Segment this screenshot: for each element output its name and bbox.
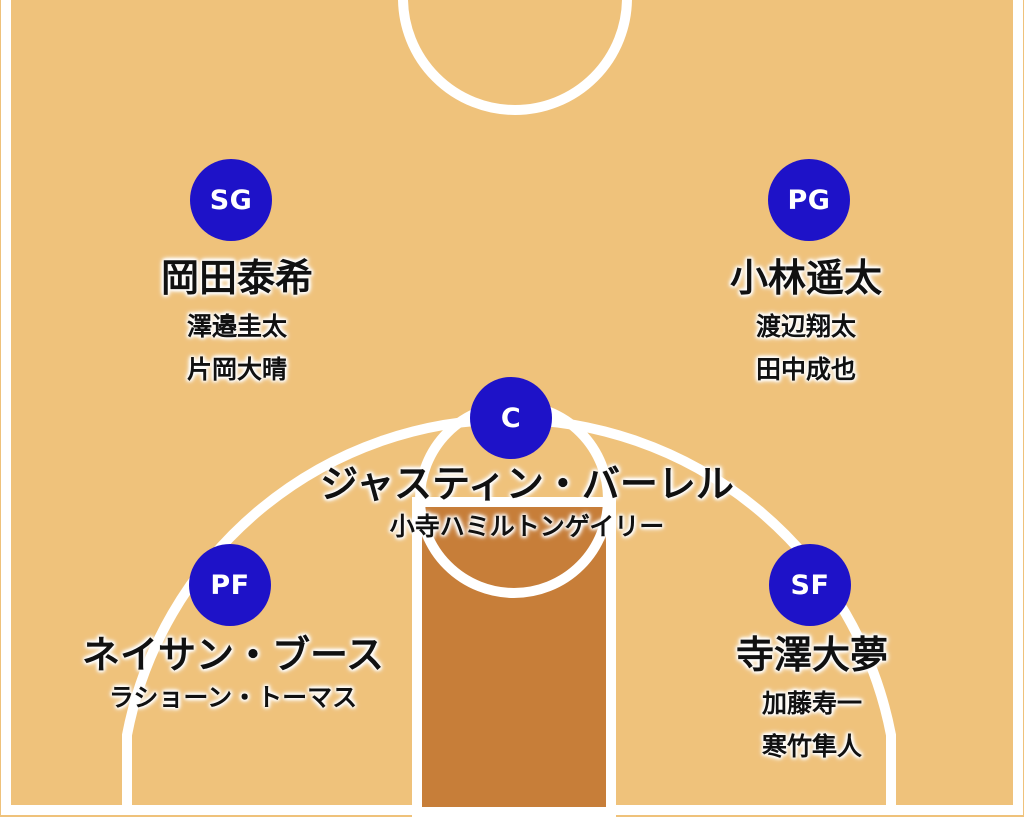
position-circle	[769, 544, 851, 626]
starter-name: ジャスティン・バーレル	[320, 462, 734, 506]
position-circle	[190, 159, 272, 241]
position-marker-sg: SG	[189, 158, 273, 242]
reserve-name: 小寺ハミルトンゲイリー	[389, 512, 665, 541]
reserve-name: 田中成也	[755, 355, 857, 384]
position-marker-pf: PF	[188, 543, 272, 627]
position-circle	[189, 544, 271, 626]
starter-name: 岡田泰希	[160, 256, 314, 300]
position-marker-sf: SF	[768, 543, 852, 627]
position-circle	[470, 377, 552, 459]
reserve-name: 渡辺翔太	[755, 312, 857, 341]
reserve-name: ラショーン・トーマス	[108, 683, 358, 712]
position-marker-c: C	[469, 376, 553, 460]
player-group-pg: 小林遥太 渡辺翔太 田中成也	[730, 256, 882, 384]
starter-name: ネイサン・ブース	[81, 633, 385, 677]
position-circle	[768, 159, 850, 241]
paint-area	[412, 497, 616, 817]
starter-name: 寺澤大夢	[735, 633, 889, 677]
starter-name: 小林遥太	[729, 256, 883, 300]
position-marker-pg: PG	[767, 158, 851, 242]
position-label-sg: SG	[209, 184, 253, 216]
position-label-sf: SF	[790, 569, 830, 601]
center-circle	[398, 0, 632, 115]
player-group-sg: 岡田泰希 澤邉圭太 片岡大晴	[161, 256, 313, 384]
reserve-name: 加藤寿一	[761, 689, 863, 718]
reserve-name: 片岡大晴	[186, 355, 288, 384]
reserve-name: 寒竹隼人	[761, 732, 863, 761]
player-group-c: ジャスティン・バーレル 小寺ハミルトンゲイリー	[320, 462, 734, 541]
player-group-sf: 寺澤大夢 加藤寿一 寒竹隼人	[736, 633, 888, 761]
position-label-pf: PF	[210, 569, 250, 601]
reserve-name: 澤邉圭太	[186, 312, 288, 341]
player-group-pf: ネイサン・ブース ラショーン・トーマス	[82, 633, 384, 712]
position-label-c: C	[500, 402, 522, 434]
position-label-pg: PG	[787, 184, 831, 216]
